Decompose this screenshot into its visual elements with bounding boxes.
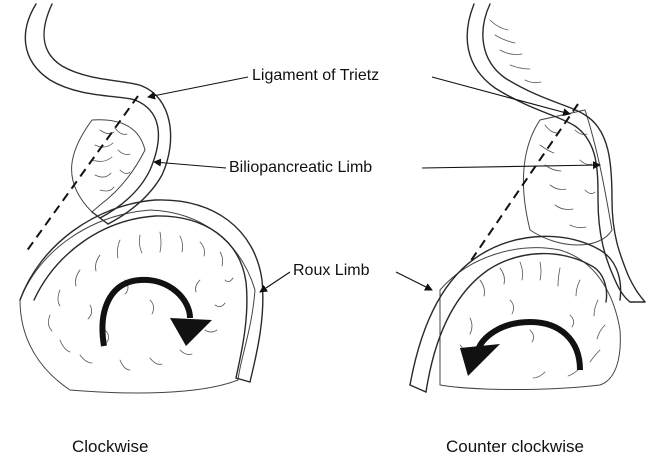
roux-leader-right: [396, 272, 432, 290]
leader-lines: [148, 77, 600, 292]
left-dashed-line: [26, 96, 138, 252]
left-lower-hatching: [48, 232, 233, 370]
right-upper-hatching: [490, 20, 595, 228]
roux-limb-label: Roux Limb: [290, 262, 372, 280]
counter-clockwise-caption: Counter clockwise: [446, 438, 584, 455]
left-biliopancreatic-limb: [25, 4, 170, 224]
ligament-of-trietz-label: Ligament of Trietz: [249, 67, 382, 85]
left-panel: [20, 4, 263, 393]
right-panel: [410, 4, 645, 392]
right-biliopancreatic-limb: [467, 4, 645, 302]
right-roux-limb: [410, 236, 621, 392]
biliopancreatic-leader-right: [422, 165, 600, 168]
clockwise-caption: Clockwise: [72, 438, 149, 455]
ligament-leader-left: [148, 77, 248, 97]
biliopancreatic-limb-label: Biliopancreatic Limb: [226, 159, 375, 177]
counter-clockwise-arrow-icon: [460, 322, 580, 376]
ligament-leader-right: [432, 77, 570, 114]
roux-leader-left: [260, 272, 290, 292]
left-mesentery-lower: [20, 210, 255, 393]
left-roux-limb: [20, 200, 263, 382]
